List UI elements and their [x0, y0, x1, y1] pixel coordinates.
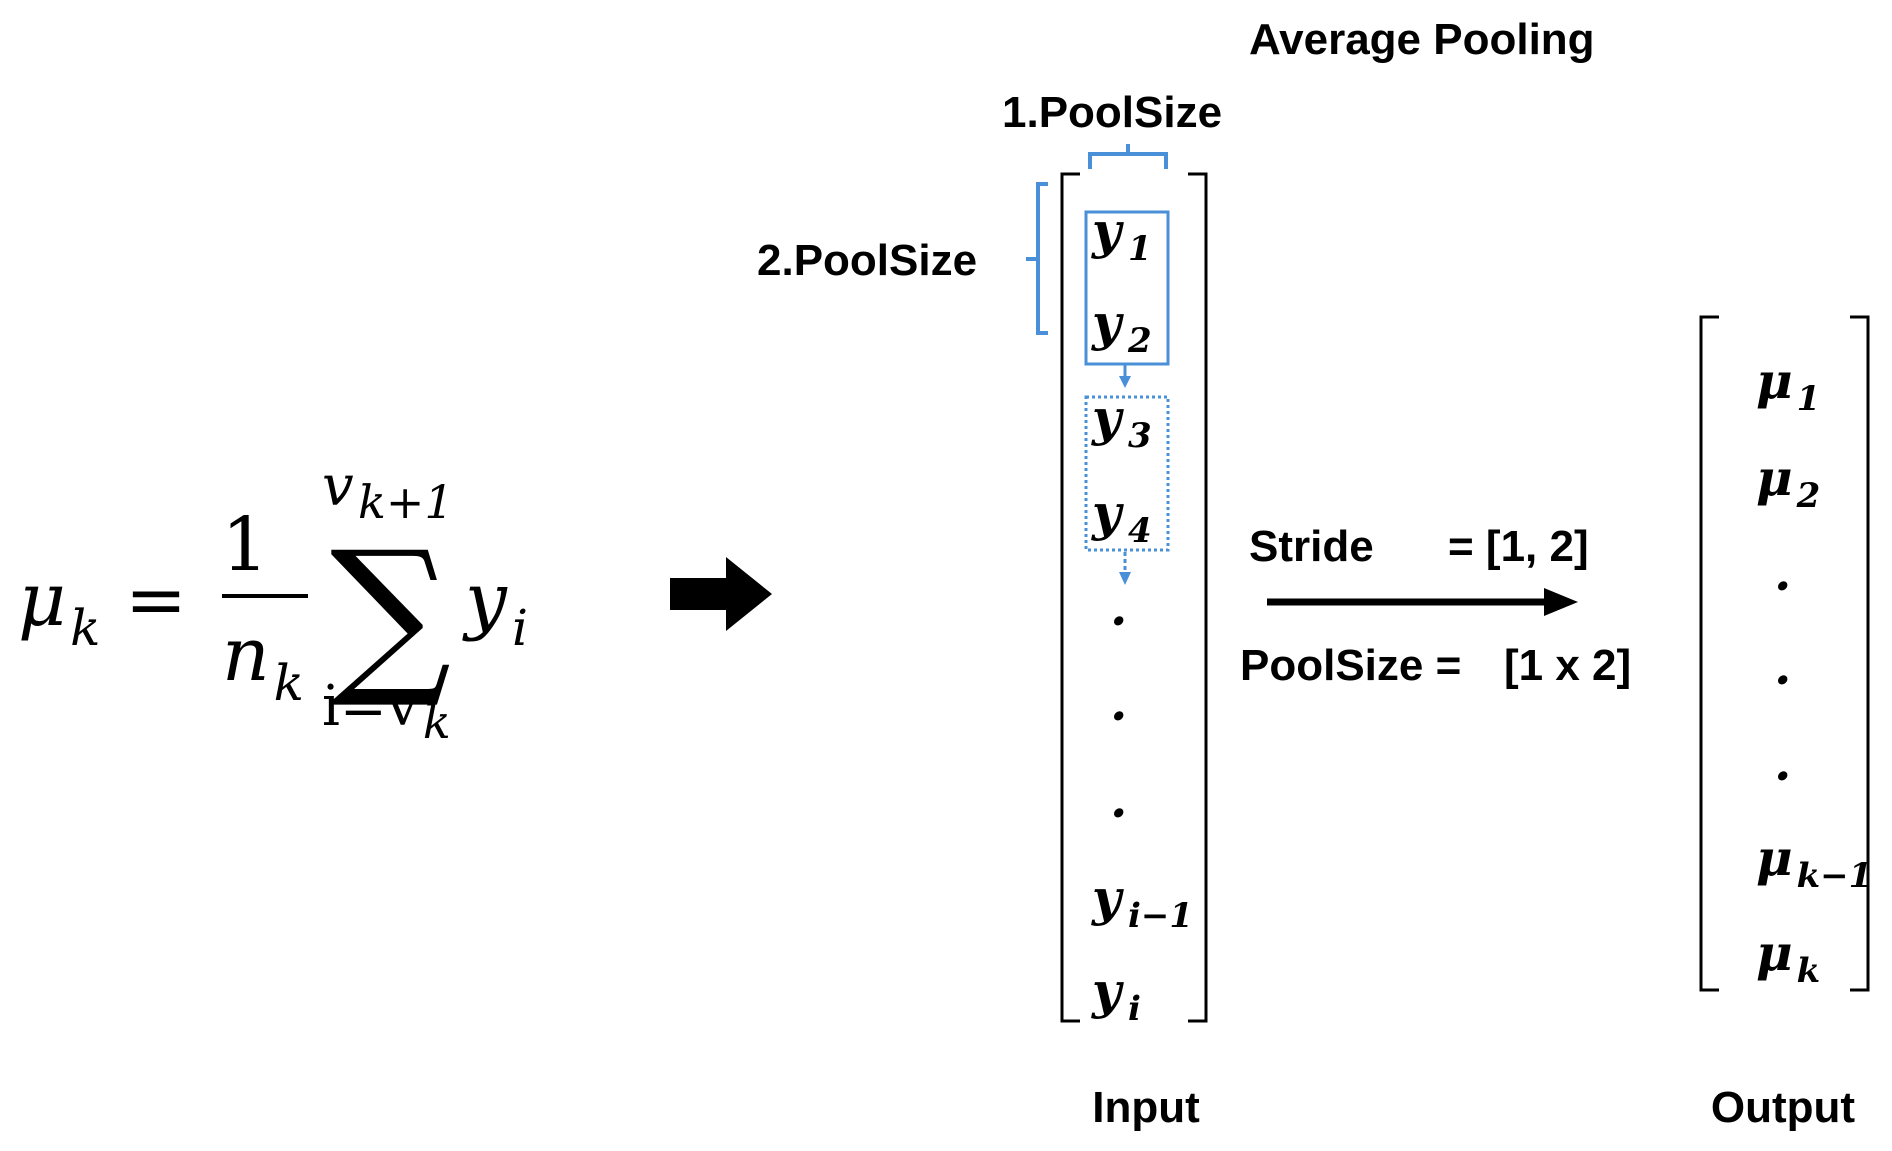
input-vector-item-subscript: i	[1128, 989, 1141, 1029]
output-vector-item: .	[1774, 733, 1791, 792]
transform-arrow-head	[1544, 588, 1578, 616]
input-vector-item-subscript: 1	[1128, 229, 1152, 269]
input-vector-item: y	[1091, 293, 1124, 352]
diagram-title: Average Pooling	[1249, 15, 1595, 64]
stride-value: = [1, 2]	[1448, 522, 1589, 571]
output-vector-item: μ	[1756, 828, 1793, 887]
stride-arrow-head	[1119, 376, 1131, 388]
output-vector-item-subscript: k	[1797, 951, 1821, 991]
output-vector-item: .	[1774, 543, 1791, 602]
formula-lower-sub: k	[423, 695, 451, 749]
formula-lower: i=v	[322, 674, 419, 739]
input-vector-item: .	[1110, 673, 1127, 732]
formula-denominator: n	[222, 612, 270, 698]
formula-equals: =	[125, 557, 187, 643]
formula: μ k = 1 n k ∑ v k+1 i=v k y i	[18, 454, 528, 749]
output-vector-item-subscript: 2	[1796, 476, 1821, 516]
input-vector-item-subscript: 3	[1128, 416, 1152, 456]
formula-lhs: μ	[18, 557, 66, 643]
input-vector-item: y	[1091, 201, 1124, 260]
input-label: Input	[1092, 1083, 1200, 1132]
output-label: Output	[1711, 1083, 1856, 1132]
pool-size-2-label: 2.PoolSize	[757, 236, 977, 285]
output-vector-item-subscript: k−1	[1797, 856, 1873, 896]
input-vector-item: y	[1091, 483, 1124, 542]
formula-numerator: 1	[221, 502, 268, 588]
formula-denominator-sub: k	[274, 654, 304, 712]
input-vector-item-subscript: 2	[1127, 321, 1152, 361]
input-vector-item: .	[1110, 578, 1127, 637]
input-bracket	[1060, 172, 1208, 1023]
formula-upper: v	[322, 454, 354, 519]
input-vector-item: y	[1091, 961, 1124, 1020]
input-vector-item: y	[1091, 868, 1124, 927]
stride-arrow-dotted-head	[1119, 572, 1131, 585]
pooling-window-current	[1084, 210, 1170, 366]
fraction-bar	[222, 594, 308, 598]
pooling-window-next	[1084, 395, 1170, 552]
pool-size-value: [1 x 2]	[1504, 641, 1631, 690]
pool-size-2-brace	[1026, 182, 1048, 335]
input-vector-item-subscript: i−1	[1128, 896, 1193, 936]
formula-upper-sub: k+1	[358, 475, 454, 529]
pool-size-1-label: 1.PoolSize	[1002, 88, 1222, 137]
output-bracket	[1699, 315, 1870, 992]
pool-size-1-brace	[1088, 144, 1168, 169]
stride-label: Stride	[1249, 522, 1374, 571]
formula-term: y	[462, 557, 508, 643]
output-vector-item: μ	[1756, 351, 1793, 410]
pool-size-label: PoolSize =	[1240, 641, 1461, 690]
output-vector-item: μ	[1756, 923, 1793, 982]
output-vector-item: .	[1774, 637, 1791, 696]
formula-term-sub: i	[512, 599, 528, 657]
input-vector-item: y	[1091, 388, 1124, 447]
formula-lhs-sub: k	[70, 599, 100, 657]
input-vector-item: .	[1110, 770, 1127, 829]
output-vector-item: μ	[1756, 448, 1793, 507]
input-vector-item-subscript: 4	[1128, 511, 1152, 551]
formula-sigma: ∑	[330, 515, 451, 713]
output-vector-item-subscript: 1	[1797, 379, 1821, 419]
right-arrow-icon	[670, 557, 772, 631]
